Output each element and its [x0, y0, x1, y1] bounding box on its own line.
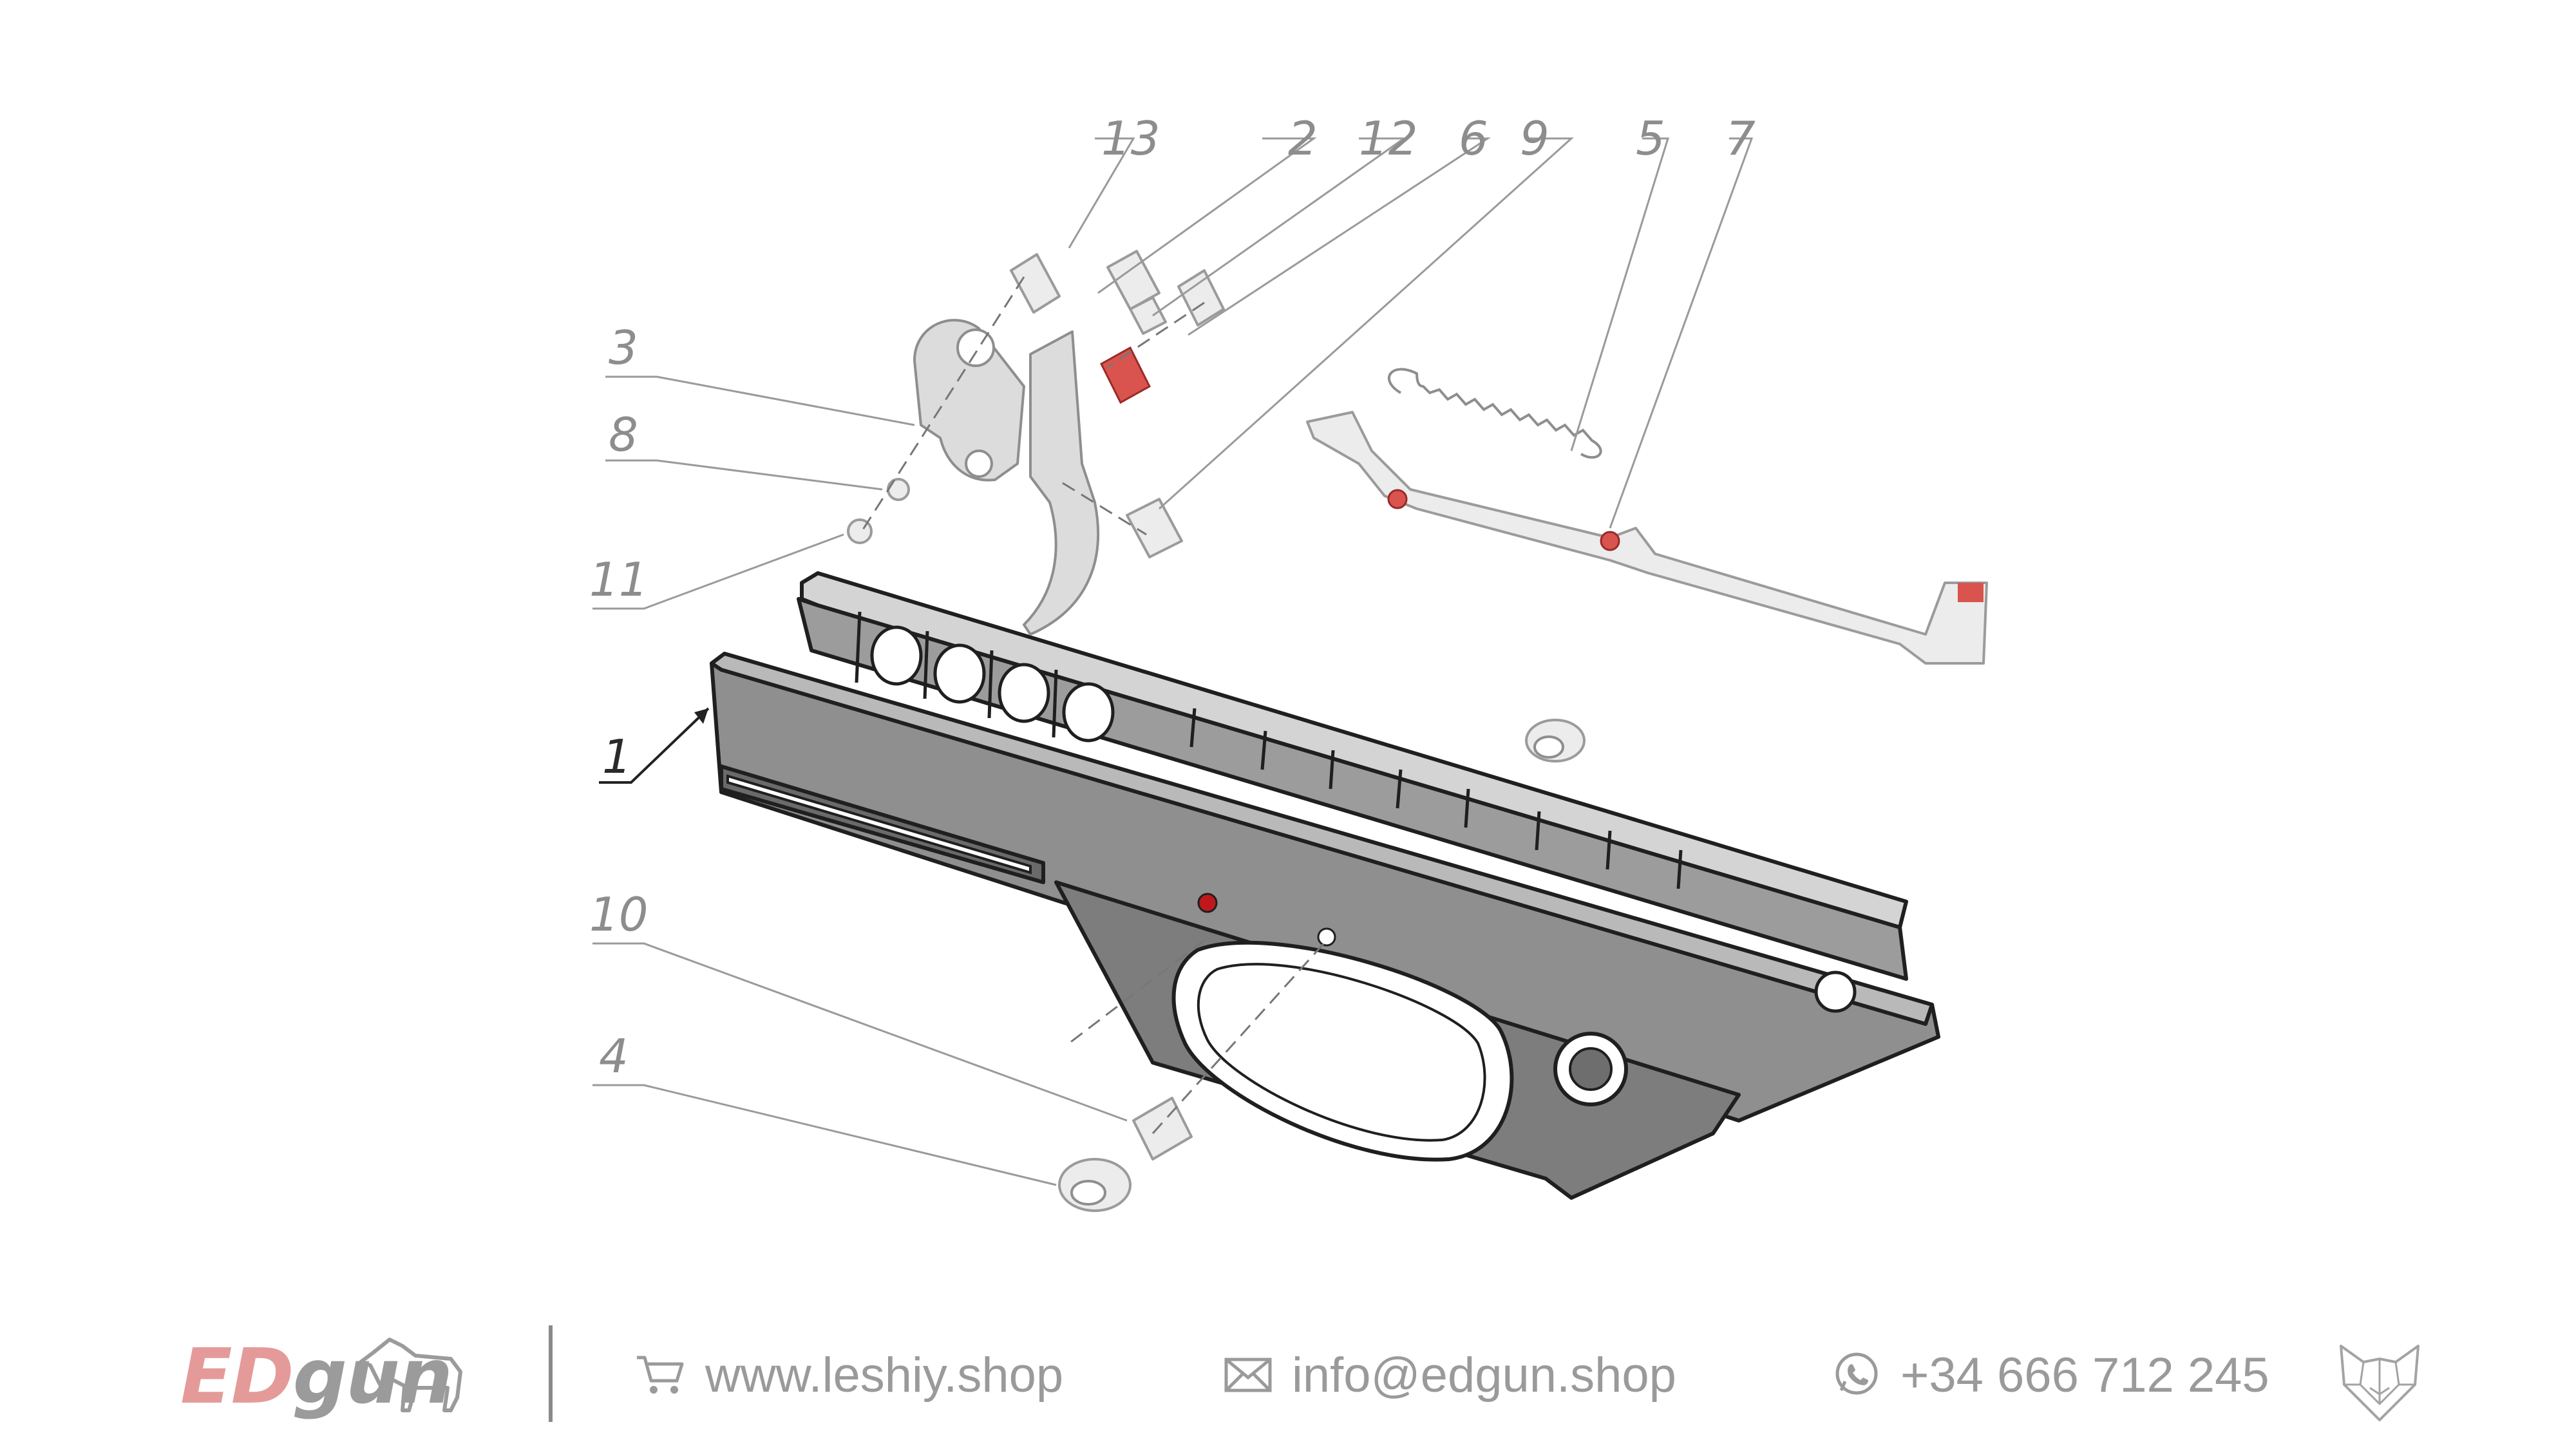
assembly-axis-lines — [858, 276, 1328, 1135]
email-text: info@edgun.shop — [1292, 1347, 1676, 1403]
callout-5: 5 — [1636, 111, 1665, 166]
callout-10: 10 — [589, 887, 649, 942]
detent-part-8 — [887, 478, 910, 501]
spring-part-5 — [1388, 368, 1602, 459]
callout-2: 2 — [1288, 111, 1318, 166]
trigger-blade — [1023, 330, 1100, 636]
callout-4: 4 — [599, 1029, 629, 1083]
leader-lines — [592, 137, 1754, 1186]
callout-13: 13 — [1101, 111, 1160, 166]
nut-part — [1525, 719, 1586, 762]
pin-part-12 — [1129, 296, 1167, 335]
sear-part-3 — [913, 319, 1025, 482]
pin-part-6 — [1177, 269, 1225, 327]
callout-8: 8 — [609, 408, 638, 462]
dog-icon — [359, 1338, 462, 1412]
footer-divider — [549, 1325, 553, 1422]
website-link[interactable]: www.leshiy.shop — [634, 1340, 1063, 1410]
lever-part-7 — [1306, 411, 1988, 665]
nut-part-4 — [1058, 1158, 1132, 1212]
phone-text: +34 666 712 245 — [1900, 1347, 2269, 1403]
website-text: www.leshiy.shop — [705, 1347, 1064, 1403]
whatsapp-icon — [1835, 1352, 1878, 1395]
pin-part-2 — [1106, 250, 1160, 310]
trigger-frame-part-1 — [710, 571, 1940, 1200]
callout-1: 1 — [602, 730, 632, 784]
edgun-logo[interactable]: EDgun — [180, 1327, 477, 1423]
logo-ed-text: ED — [180, 1332, 294, 1421]
wolf-head-icon — [2340, 1345, 2420, 1421]
roller-part — [1126, 498, 1183, 558]
callout-9: 9 — [1520, 111, 1549, 166]
pin-part-10 — [1132, 1097, 1193, 1160]
red-bushing-part-9 — [1100, 346, 1151, 404]
callout-6: 6 — [1459, 111, 1488, 166]
phone-link[interactable]: +34 666 712 245 — [1832, 1340, 2269, 1410]
envelope-icon — [1224, 1358, 1272, 1392]
logo-gun-text: gun — [292, 1332, 453, 1421]
pin-part-13 — [1010, 253, 1061, 314]
email-link[interactable]: info@edgun.shop — [1224, 1340, 1676, 1410]
cart-icon — [637, 1356, 684, 1394]
callout-12: 12 — [1359, 111, 1418, 166]
callout-11: 11 — [589, 553, 649, 607]
callout-3: 3 — [609, 321, 638, 375]
callout-labels: 13 2 12 6 9 5 7 3 8 11 1 10 4 — [589, 111, 1756, 1083]
callout-7: 7 — [1726, 111, 1756, 166]
